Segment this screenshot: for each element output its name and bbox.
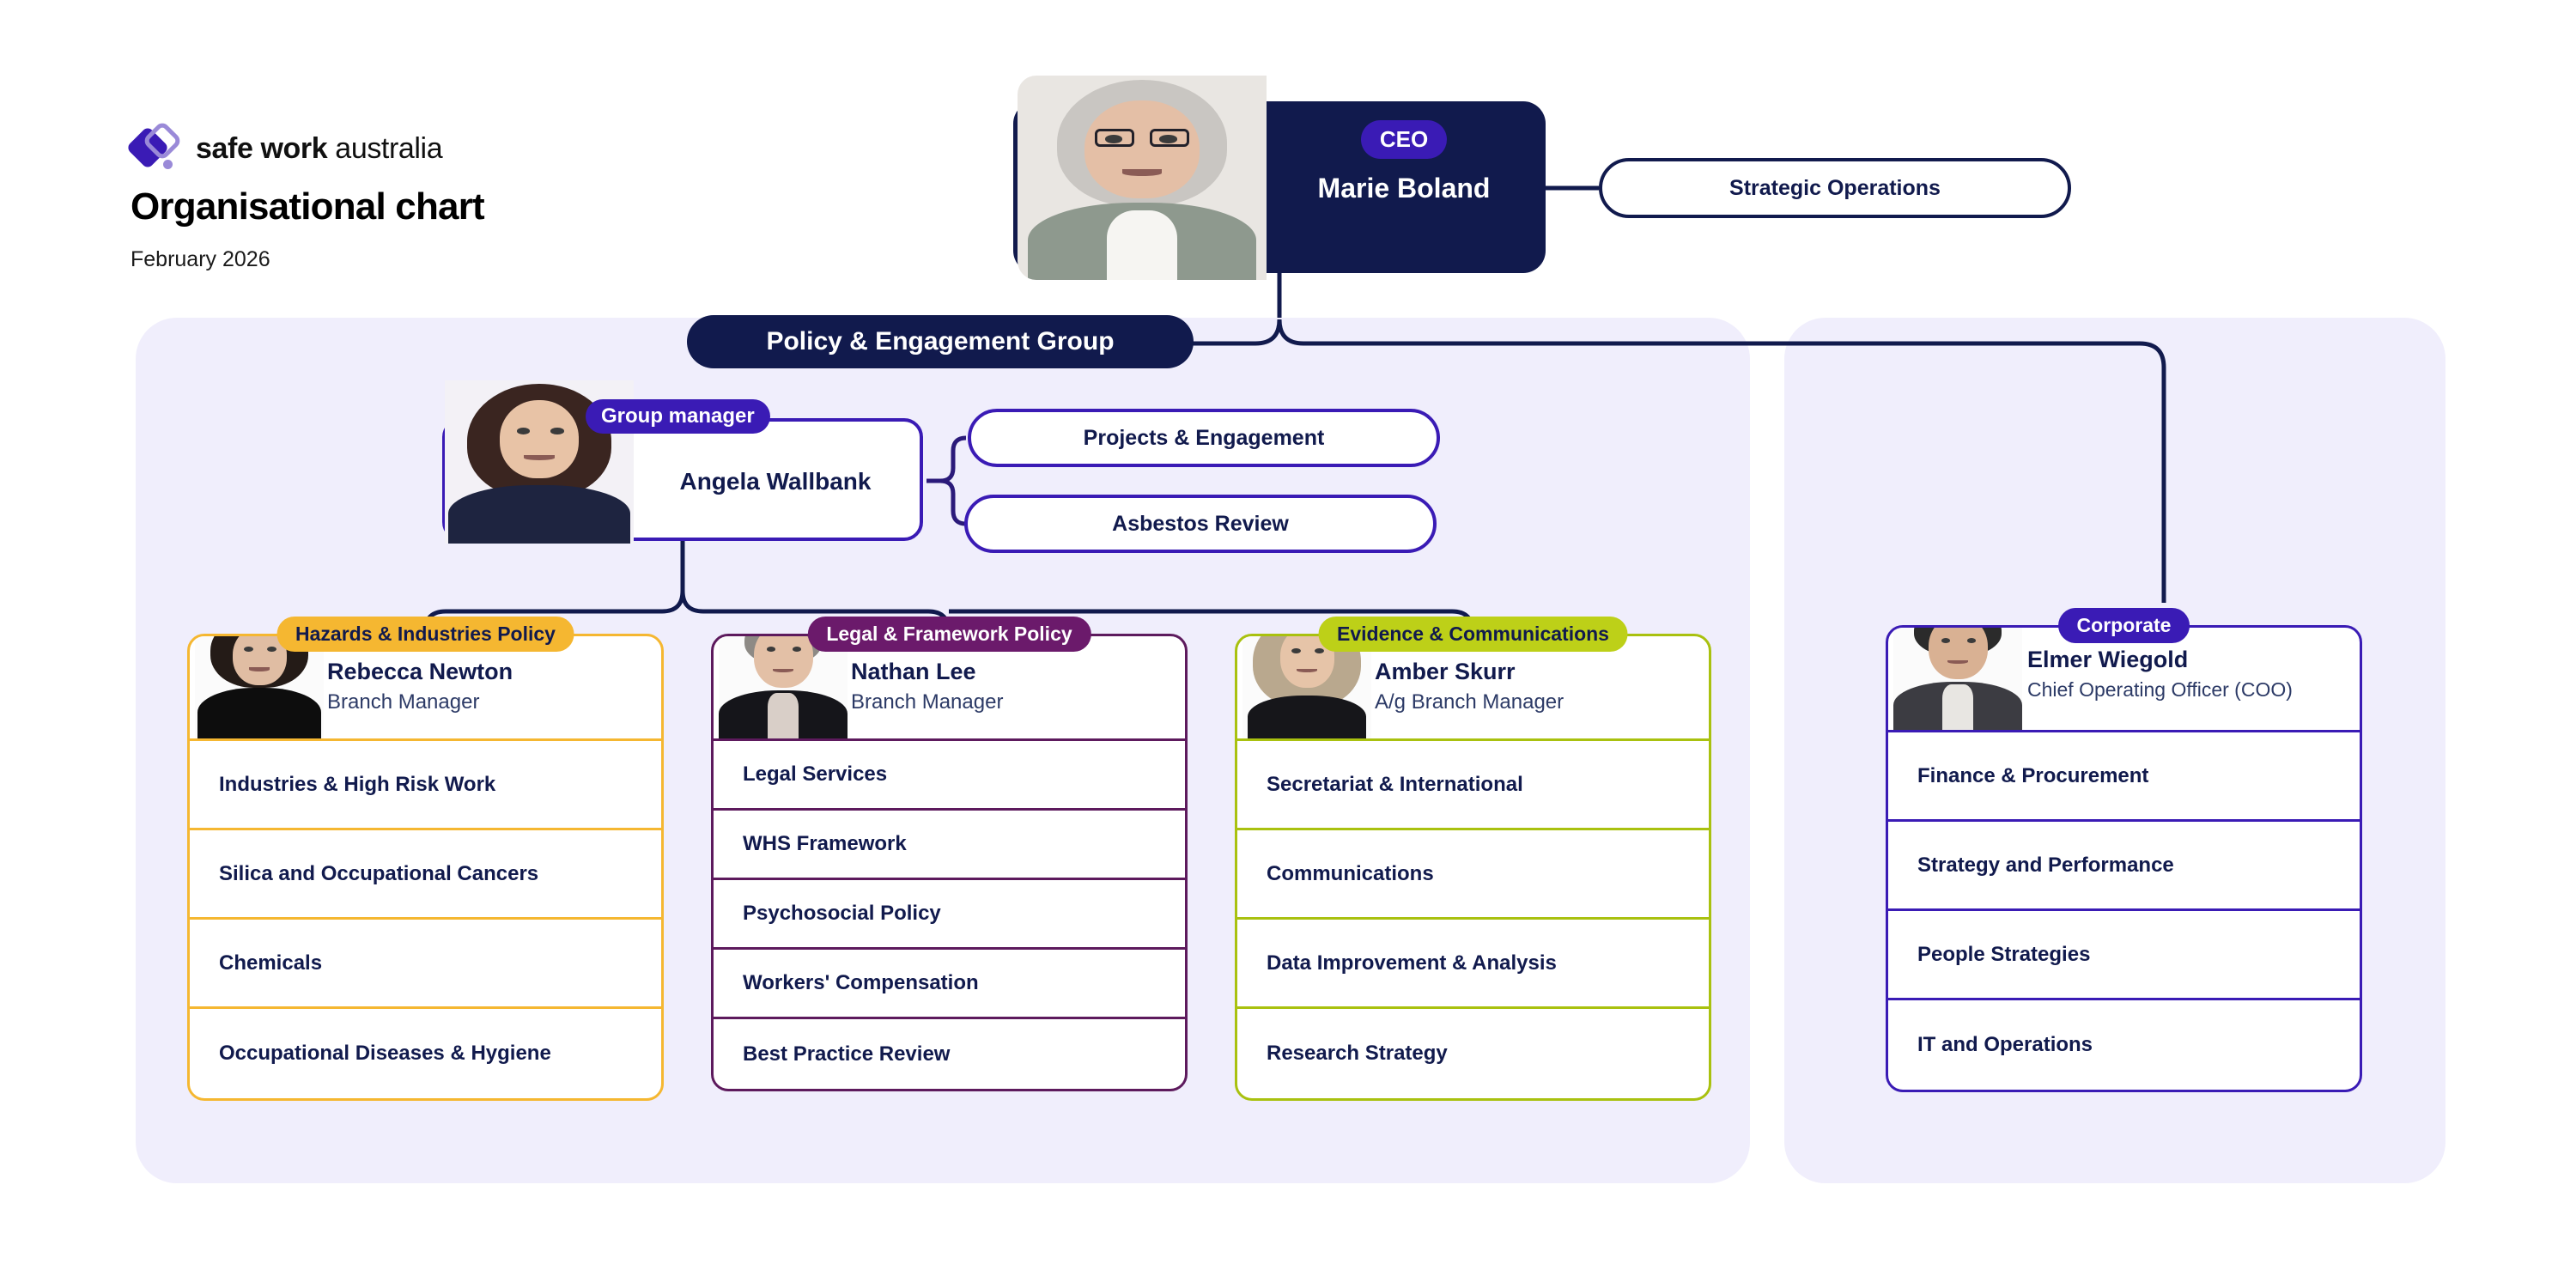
branch-box-legal: Nathan Lee Branch Manager Legal Services… — [711, 634, 1188, 1091]
branch-badge-corporate: Corporate — [2057, 608, 2190, 643]
branch-item[interactable]: Legal Services — [714, 741, 1185, 811]
elmer-wiegold-avatar — [1893, 628, 2022, 730]
ceo-text: CEO Marie Boland — [1279, 120, 1528, 204]
branch-item[interactable]: Communications — [1237, 830, 1709, 920]
branch-item[interactable]: Chemicals — [190, 920, 661, 1009]
branch-person-role: A/g Branch Manager — [1375, 690, 1564, 714]
group-manager-name: Angela Wallbank — [679, 468, 872, 495]
ceo-name: Marie Boland — [1317, 173, 1491, 204]
diamond-logo-icon — [125, 119, 184, 175]
policy-group-header: Policy & Engagement Group — [687, 315, 1194, 368]
branch-person-corporate: Elmer Wiegold Chief Operating Officer (C… — [2027, 647, 2351, 702]
amber-skurr-avatar — [1242, 636, 1371, 738]
ceo-avatar — [1018, 76, 1267, 280]
branch-box-hazards: Rebecca Newton Branch Manager Industries… — [187, 634, 664, 1101]
branch-badge-evidence: Evidence & Communications — [1318, 617, 1628, 652]
branch-item[interactable]: Workers' Compensation — [714, 950, 1185, 1019]
branch-item[interactable]: Best Practice Review — [743, 1042, 951, 1066]
branch-person-legal: Nathan Lee Branch Manager — [851, 659, 1176, 714]
branch-box-corporate: Elmer Wiegold Chief Operating Officer (C… — [1886, 625, 2362, 1092]
branch-head-hazards: Rebecca Newton Branch Manager — [190, 636, 661, 741]
branch-item[interactable]: Occupational Diseases & Hygiene — [219, 1042, 551, 1065]
branch-item[interactable]: People Strategies — [1888, 911, 2360, 1000]
asbestos-review-box[interactable]: Asbestos Review — [964, 495, 1437, 553]
ceo-badge: CEO — [1360, 120, 1448, 159]
branch-person-name: Amber Skurr — [1375, 659, 1516, 684]
branch-person-name: Elmer Wiegold — [2027, 647, 2189, 672]
branch-item[interactable]: WHS Framework — [714, 811, 1185, 880]
nathan-lee-avatar — [719, 636, 848, 738]
branch-badge-hazards: Hazards & Industries Policy — [276, 617, 574, 652]
brand-lockup: safe work australia — [125, 119, 443, 175]
branch-head-legal: Nathan Lee Branch Manager — [714, 636, 1185, 741]
projects-engagement-box[interactable]: Projects & Engagement — [968, 409, 1440, 467]
branch-person-role: Branch Manager — [327, 690, 480, 714]
branch-item[interactable]: Research Strategy — [1267, 1042, 1448, 1065]
page-date: February 2026 — [131, 247, 270, 271]
branch-person-hazards: Rebecca Newton Branch Manager — [327, 659, 653, 714]
branch-item[interactable]: IT and Operations — [1917, 1033, 2093, 1056]
branch-person-name: Rebecca Newton — [327, 659, 513, 684]
branch-head-corporate: Elmer Wiegold Chief Operating Officer (C… — [1888, 628, 2360, 732]
branch-box-evidence: Amber Skurr A/g Branch Manager Secretari… — [1235, 634, 1711, 1101]
branch-person-evidence: Amber Skurr A/g Branch Manager — [1375, 659, 1700, 714]
branch-item[interactable]: Data Improvement & Analysis — [1237, 920, 1709, 1009]
branch-item[interactable]: Industries & High Risk Work — [190, 741, 661, 830]
branch-item[interactable]: Silica and Occupational Cancers — [190, 830, 661, 920]
group-manager-badge: Group manager — [586, 399, 770, 434]
branch-person-role: Chief Operating Officer (COO) — [2027, 678, 2293, 701]
page-title: Organisational chart — [131, 185, 485, 228]
branch-item[interactable]: Strategy and Performance — [1888, 822, 2360, 911]
branch-person-name: Nathan Lee — [851, 659, 976, 684]
branch-item[interactable]: Finance & Procurement — [1888, 732, 2360, 822]
brand-wordmark: safe work australia — [196, 131, 443, 166]
branch-item[interactable]: Secretariat & International — [1237, 741, 1709, 830]
branch-badge-legal: Legal & Framework Policy — [807, 617, 1091, 652]
strategic-operations-box[interactable]: Strategic Operations — [1599, 158, 2071, 218]
branch-head-evidence: Amber Skurr A/g Branch Manager — [1237, 636, 1709, 741]
branch-person-role: Branch Manager — [851, 690, 1004, 714]
branch-item[interactable]: Psychosocial Policy — [714, 880, 1185, 950]
brand-name-bold: safe work — [196, 131, 328, 165]
rebecca-newton-avatar — [195, 636, 324, 738]
brand-name-light: australia — [327, 131, 443, 165]
